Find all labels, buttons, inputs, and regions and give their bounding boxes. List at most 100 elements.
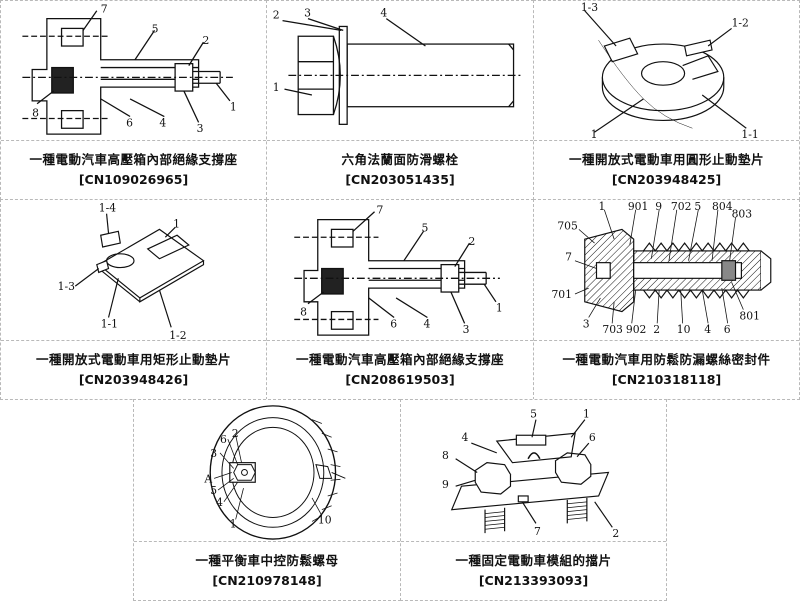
fig7-callout: 6 bbox=[220, 433, 227, 446]
patent-card-8: 5 1 4 6 8 9 7 2 一種固定電動車模組的擋片 [CN21339309… bbox=[400, 399, 667, 601]
fig5-callout: 1 bbox=[496, 302, 503, 315]
patent-card-3: 1-3 1-2 1 1-1 一種開放式電動車用圓形止動墊片 [CN2039484… bbox=[533, 0, 800, 200]
fig2-callout: 1 bbox=[273, 81, 280, 94]
fig5-callout: 6 bbox=[390, 317, 397, 330]
fig6-callout: 4 bbox=[704, 323, 711, 336]
patent-caption: 一種電動汽車高壓箱內部絕緣支撐座 [CN208619503] bbox=[267, 341, 533, 399]
fig4-callout: 1-2 bbox=[169, 329, 186, 340]
patent-caption: 一種電動汽車用防鬆防漏螺絲密封件 [CN210318118] bbox=[534, 341, 799, 399]
patent-title: 一種電動汽車用防鬆防漏螺絲密封件 bbox=[562, 350, 770, 370]
fig4-callout: 1-4 bbox=[99, 202, 116, 215]
patent-card-1: 7 5 2 8 6 4 3 1 一種電動汽車高壓箱內部絕緣支撐座 [CN1090… bbox=[0, 0, 267, 200]
fig5-callout: 3 bbox=[463, 323, 470, 336]
fig5-callout: 2 bbox=[469, 235, 476, 248]
patent-number: [CN213393093] bbox=[479, 571, 588, 591]
patent-title: 一種平衡車中控防鬆螺母 bbox=[195, 551, 338, 571]
fig3-callout: 1-3 bbox=[581, 1, 598, 14]
patent-title: 一種開放式電動車用圓形止動墊片 bbox=[569, 150, 764, 170]
fig7-callout: 3 bbox=[210, 447, 217, 460]
patent-caption: 一種電動汽車高壓箱內部絕緣支撐座 [CN109026965] bbox=[1, 141, 266, 199]
fig6-callout: 6 bbox=[724, 323, 731, 336]
fig7-callout: 1 bbox=[230, 517, 237, 530]
patent-number: [CN109026965] bbox=[79, 170, 188, 190]
fig7-callout: 2 bbox=[232, 427, 239, 440]
fig6-callout: 3 bbox=[583, 317, 590, 330]
fig1-callout: 8 bbox=[32, 107, 39, 120]
fig1-callout: 3 bbox=[197, 122, 204, 135]
fig6-callout: 902 bbox=[626, 323, 647, 336]
fig5-callout: 5 bbox=[422, 221, 429, 234]
fig5-callout: 4 bbox=[423, 317, 430, 330]
patent-number: [CN203948425] bbox=[612, 170, 721, 190]
patent-number: [CN210978148] bbox=[212, 571, 321, 591]
fig8-callout: 4 bbox=[462, 431, 469, 444]
rect-stop-washer-drawing: 1-4 1 1-3 1-1 1-2 bbox=[1, 200, 266, 341]
round-stop-washer-drawing: 1-3 1-2 1 1-1 bbox=[534, 1, 799, 141]
fig4-callout: 1 bbox=[173, 217, 180, 230]
fig2-callout: 4 bbox=[380, 7, 387, 20]
fig2-callout: 3 bbox=[304, 7, 311, 20]
fig6-callout: 9 bbox=[655, 200, 662, 213]
insulating-support-drawing: 7 5 2 8 6 4 3 1 bbox=[267, 200, 533, 341]
screw-seal-drawing: 1 901 9 702 5 804 803 705 7 701 3 703 90… bbox=[534, 200, 799, 341]
fig6-callout: 7 bbox=[565, 251, 572, 264]
fig6-callout: 801 bbox=[739, 309, 760, 322]
fig8-callout: 9 bbox=[442, 478, 449, 491]
fig5-callout: 8 bbox=[300, 306, 307, 319]
fig8-callout: 6 bbox=[589, 431, 596, 444]
patent-number: [CN203948426] bbox=[79, 370, 188, 390]
fig1-callout: 2 bbox=[203, 34, 210, 47]
patent-card-4: 1-4 1 1-3 1-1 1-2 一種開放式電動車用矩形止動墊片 [CN203… bbox=[0, 199, 267, 400]
fig7-callout: 4 bbox=[216, 496, 223, 509]
patent-number: [CN208619503] bbox=[345, 370, 454, 390]
fig6-callout: 2 bbox=[653, 323, 660, 336]
fig8-callout: 1 bbox=[583, 408, 590, 421]
patent-title: 六角法蘭面防滑螺栓 bbox=[341, 150, 458, 170]
fig6-callout: 1 bbox=[598, 200, 605, 213]
fig2-callout: 2 bbox=[273, 9, 280, 22]
fig6-callout: 803 bbox=[732, 208, 753, 221]
fig3-callout: 1-2 bbox=[732, 16, 749, 29]
fig7-callout: 10 bbox=[318, 513, 332, 526]
module-retaining-plate-drawing: 5 1 4 6 8 9 7 2 bbox=[401, 400, 666, 542]
fig6-callout: 5 bbox=[694, 200, 701, 213]
patent-caption: 一種開放式電動車用圓形止動墊片 [CN203948425] bbox=[534, 141, 799, 199]
fig6-callout: 901 bbox=[628, 200, 649, 213]
fig1-callout: 7 bbox=[101, 3, 108, 16]
patent-caption: 一種開放式電動車用矩形止動墊片 [CN203948426] bbox=[1, 341, 266, 399]
patent-caption: 一種固定電動車模組的擋片 [CN213393093] bbox=[401, 542, 666, 600]
fig6-callout: 804 bbox=[712, 200, 733, 213]
fig8-callout: 8 bbox=[442, 449, 449, 462]
fig1-callout: 6 bbox=[126, 116, 133, 129]
flange-bolt-drawing: 2 3 4 1 bbox=[267, 1, 533, 141]
patent-caption: 六角法蘭面防滑螺栓 [CN203051435] bbox=[267, 141, 533, 199]
fig6-callout: 703 bbox=[602, 323, 623, 336]
fig1-callout: 4 bbox=[159, 116, 166, 129]
patent-title: 一種開放式電動車用矩形止動墊片 bbox=[36, 350, 231, 370]
fig5-callout: 7 bbox=[377, 204, 384, 217]
fig3-callout: 1-1 bbox=[741, 128, 758, 140]
fig6-callout: 701 bbox=[551, 288, 572, 301]
patent-title: 一種固定電動車模組的擋片 bbox=[455, 551, 611, 571]
patent-card-2: 2 3 4 1 六角法蘭面防滑螺栓 [CN203051435] bbox=[266, 0, 534, 200]
fig4-callout: 1-1 bbox=[101, 317, 118, 330]
fig1-callout: 5 bbox=[152, 22, 159, 35]
balance-car-nut-drawing: 6 2 3 A 5 4 1 10 bbox=[134, 400, 400, 542]
fig6-callout: 10 bbox=[677, 323, 691, 336]
fig8-callout: 7 bbox=[534, 525, 541, 538]
patent-title: 一種電動汽車高壓箱內部絕緣支撐座 bbox=[296, 350, 504, 370]
fig8-callout: 5 bbox=[530, 408, 537, 421]
patent-card-7: 6 2 3 A 5 4 1 10 一種平衡車中控防鬆螺母 [CN21097814… bbox=[133, 399, 401, 601]
patent-card-6: 1 901 9 702 5 804 803 705 7 701 3 703 90… bbox=[533, 199, 800, 400]
insulating-support-drawing: 7 5 2 8 6 4 3 1 bbox=[1, 1, 266, 141]
patent-caption: 一種平衡車中控防鬆螺母 [CN210978148] bbox=[134, 542, 400, 600]
fig4-callout: 1-3 bbox=[58, 280, 75, 293]
fig6-callout: 702 bbox=[671, 200, 692, 213]
patent-card-5: 7 5 2 8 6 4 3 1 一種電動汽車高壓箱內部絕緣支撐座 [CN2086… bbox=[266, 199, 534, 400]
fig6-callout: 705 bbox=[557, 219, 578, 232]
patent-number: [CN210318118] bbox=[612, 370, 721, 390]
fig3-callout: 1 bbox=[591, 128, 598, 140]
patent-title: 一種電動汽車高壓箱內部絕緣支撐座 bbox=[29, 150, 237, 170]
patent-number: [CN203051435] bbox=[345, 170, 454, 190]
fig8-callout: 2 bbox=[612, 527, 619, 540]
